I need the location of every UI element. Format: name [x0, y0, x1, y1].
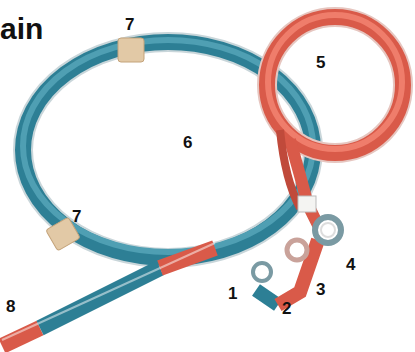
red-strip	[278, 240, 318, 305]
red-strand	[280, 130, 300, 208]
strip-edge	[2, 243, 215, 340]
callout-number: 4	[346, 256, 355, 273]
callout-number: 1	[228, 285, 237, 302]
spool-core	[321, 223, 335, 237]
junction-clip	[298, 196, 316, 212]
spool	[253, 263, 271, 281]
callout-number: 8	[6, 298, 15, 315]
callout-number: 5	[316, 54, 325, 71]
teal-strip	[256, 290, 278, 305]
band-clip	[118, 38, 144, 62]
spool	[287, 240, 307, 260]
callout-number: 3	[316, 281, 325, 298]
callout-number: 7	[72, 208, 81, 225]
callout-number: 7	[125, 16, 134, 33]
red-loop-highlight	[268, 15, 402, 149]
callout-number: 2	[282, 300, 291, 317]
callout-number: 6	[183, 134, 192, 151]
spool	[315, 217, 341, 243]
diagram-title: ain	[0, 14, 43, 44]
red-strand	[290, 140, 318, 225]
